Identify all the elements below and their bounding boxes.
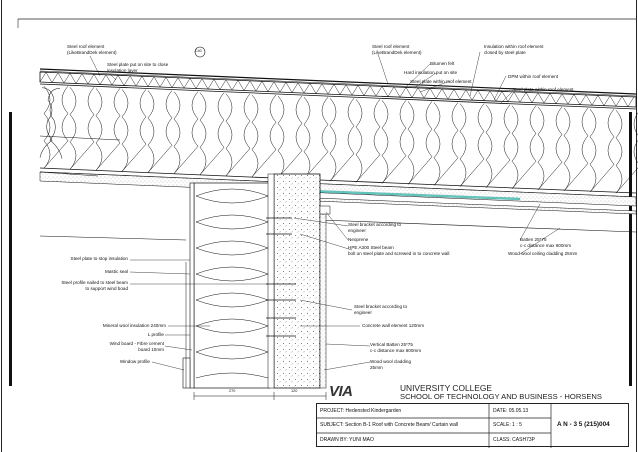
- roof-insulation-bubble: [173, 91, 199, 174]
- label-steel-plate-close: Steel plate put on site to close insulat…: [107, 62, 169, 73]
- roof-insulation-bubble: [277, 95, 303, 179]
- title-block: PROJECT: Hedensted Kindergarden SUBJECT:…: [316, 403, 629, 448]
- roof-element: [39, 68, 638, 233]
- label-steel-plate-stop: Steel plate to stop insulation: [70, 256, 128, 261]
- college-brand: VIA UNIVERSITY COLLEGE SCHOOL OF TECHNOL…: [329, 382, 629, 402]
- roof-insulation-bubble: [589, 108, 615, 193]
- subject-field: SUBJECT: Section B-1 Roof with Concrete …: [320, 422, 459, 428]
- label-bitumen: Bitumen felt: [430, 61, 455, 66]
- label-wind-board: Wind board - Fibre cement board 10mm: [109, 341, 164, 352]
- roof-insulation-bubble: [511, 105, 537, 189]
- roof-insulation-bubble: [199, 92, 225, 175]
- school-name: SCHOOL OF TECHNOLOGY AND BUSINESS - HORS…: [400, 392, 602, 401]
- title-block-grid: [317, 404, 552, 448]
- label-steel-bracket-top: Steel bracket according to engineer: [348, 222, 402, 233]
- roof-insulation-bubble: [485, 104, 511, 188]
- label-steel-roof-left: Steel roof element (LikeBrandDek element…: [67, 44, 117, 55]
- date-field: DATE: 05.05.13: [493, 408, 529, 414]
- label-l-profile: L profile: [147, 332, 164, 337]
- roof-insulation-bubble: [303, 96, 329, 180]
- right-sheet-mark: [629, 112, 632, 386]
- roof-insulation-bubble: [563, 107, 589, 192]
- scale-field: SCALE: 1 : 5: [493, 422, 522, 428]
- via-logo: VIA: [329, 383, 353, 400]
- interior-line-1: [39, 135, 121, 141]
- drawing-number: A N - 3 5 (215)004: [557, 421, 610, 428]
- label-mastic: Mastic seal: [105, 269, 128, 274]
- roof-insulation-bubble: [69, 87, 95, 170]
- roof-insulation-bubble: [329, 98, 355, 182]
- college-name: UNIVERSITY COLLEGE: [400, 383, 492, 393]
- project-field: PROJECT: Hedensted Kindergarden: [320, 408, 402, 414]
- roof-insulation-bubble: [355, 99, 381, 183]
- label-batten-top: Batten 25*75 c-c distance max 600mm: [520, 237, 572, 248]
- roof-insulation-bubble: [433, 102, 459, 186]
- dimension-270: 270: [229, 389, 236, 393]
- roof-insulation-bubble: [251, 94, 277, 178]
- label-steel-profile: Steel profile nailed to steel beam to su…: [61, 280, 128, 291]
- roof-insulation-bubble: [121, 89, 147, 172]
- label-concrete-wall: Concrete wall element 120mm: [362, 323, 425, 328]
- section-ref-circle: [194, 46, 206, 58]
- class-field: CLASS: CASH73P: [493, 437, 535, 443]
- label-hpe-beam: HPE A300 Steel beam bolt on steel plate …: [348, 245, 450, 256]
- label-window-profile: Window profile: [119, 359, 150, 364]
- leader-lines: [89, 51, 561, 371]
- dimension-120: 120: [291, 389, 298, 393]
- label-steel-plate-within: Steel plate within roof element: [410, 79, 472, 84]
- left-sheet-mark: [9, 112, 12, 386]
- label-hard-insulation: Hard insulation put on site: [404, 70, 458, 75]
- roof-insulation-bubble: [43, 86, 69, 169]
- dimension-line: [193, 392, 327, 400]
- label-steel-roof-right: Steel roof element (LikeBrandDek element…: [372, 44, 422, 55]
- roof-insulation-bubble: [537, 106, 563, 191]
- drawn-by-field: DRAWN BY: YUNI MAO: [320, 437, 374, 443]
- label-ref-mark: C40: [195, 49, 202, 53]
- roof-insulation-bubble: [459, 103, 485, 187]
- roof-insulation-bubble: [95, 88, 121, 171]
- label-neoprene: Neoprene: [348, 237, 369, 242]
- label-dpm: DPM within roof element: [508, 74, 559, 79]
- roof-insulation-bubble: [381, 100, 407, 184]
- wall-element: [182, 173, 331, 389]
- label-insulation-within: Insulation within roof element closed by…: [484, 44, 544, 55]
- roof-insulation-bubble: [615, 109, 638, 194]
- interior-line-2: [39, 171, 99, 177]
- sheet-right-edge: [636, 0, 637, 452]
- roof-insulation-bubble: [147, 90, 173, 173]
- interior-line-3: [39, 235, 187, 241]
- label-wood-wool: Wood wool cladding 25mm: [370, 359, 412, 370]
- label-wood-ceiling: Wood wool ceiling cladding 25mm: [508, 251, 578, 256]
- label-mineral-wool: Mineral wool insulation 240mm: [102, 323, 166, 328]
- label-vertical-batten: Vertical Batten 25*75 c-c distance max 6…: [370, 342, 422, 353]
- label-steel-plate-within-2: Steel plate within roof element: [512, 87, 574, 92]
- roof-insulation-bubble: [225, 93, 251, 176]
- roof-insulation-bubble: [407, 101, 433, 185]
- sheet-left-edge: [1, 0, 2, 452]
- label-steel-bracket-bottom: Steel bracket according to engineer: [354, 304, 408, 315]
